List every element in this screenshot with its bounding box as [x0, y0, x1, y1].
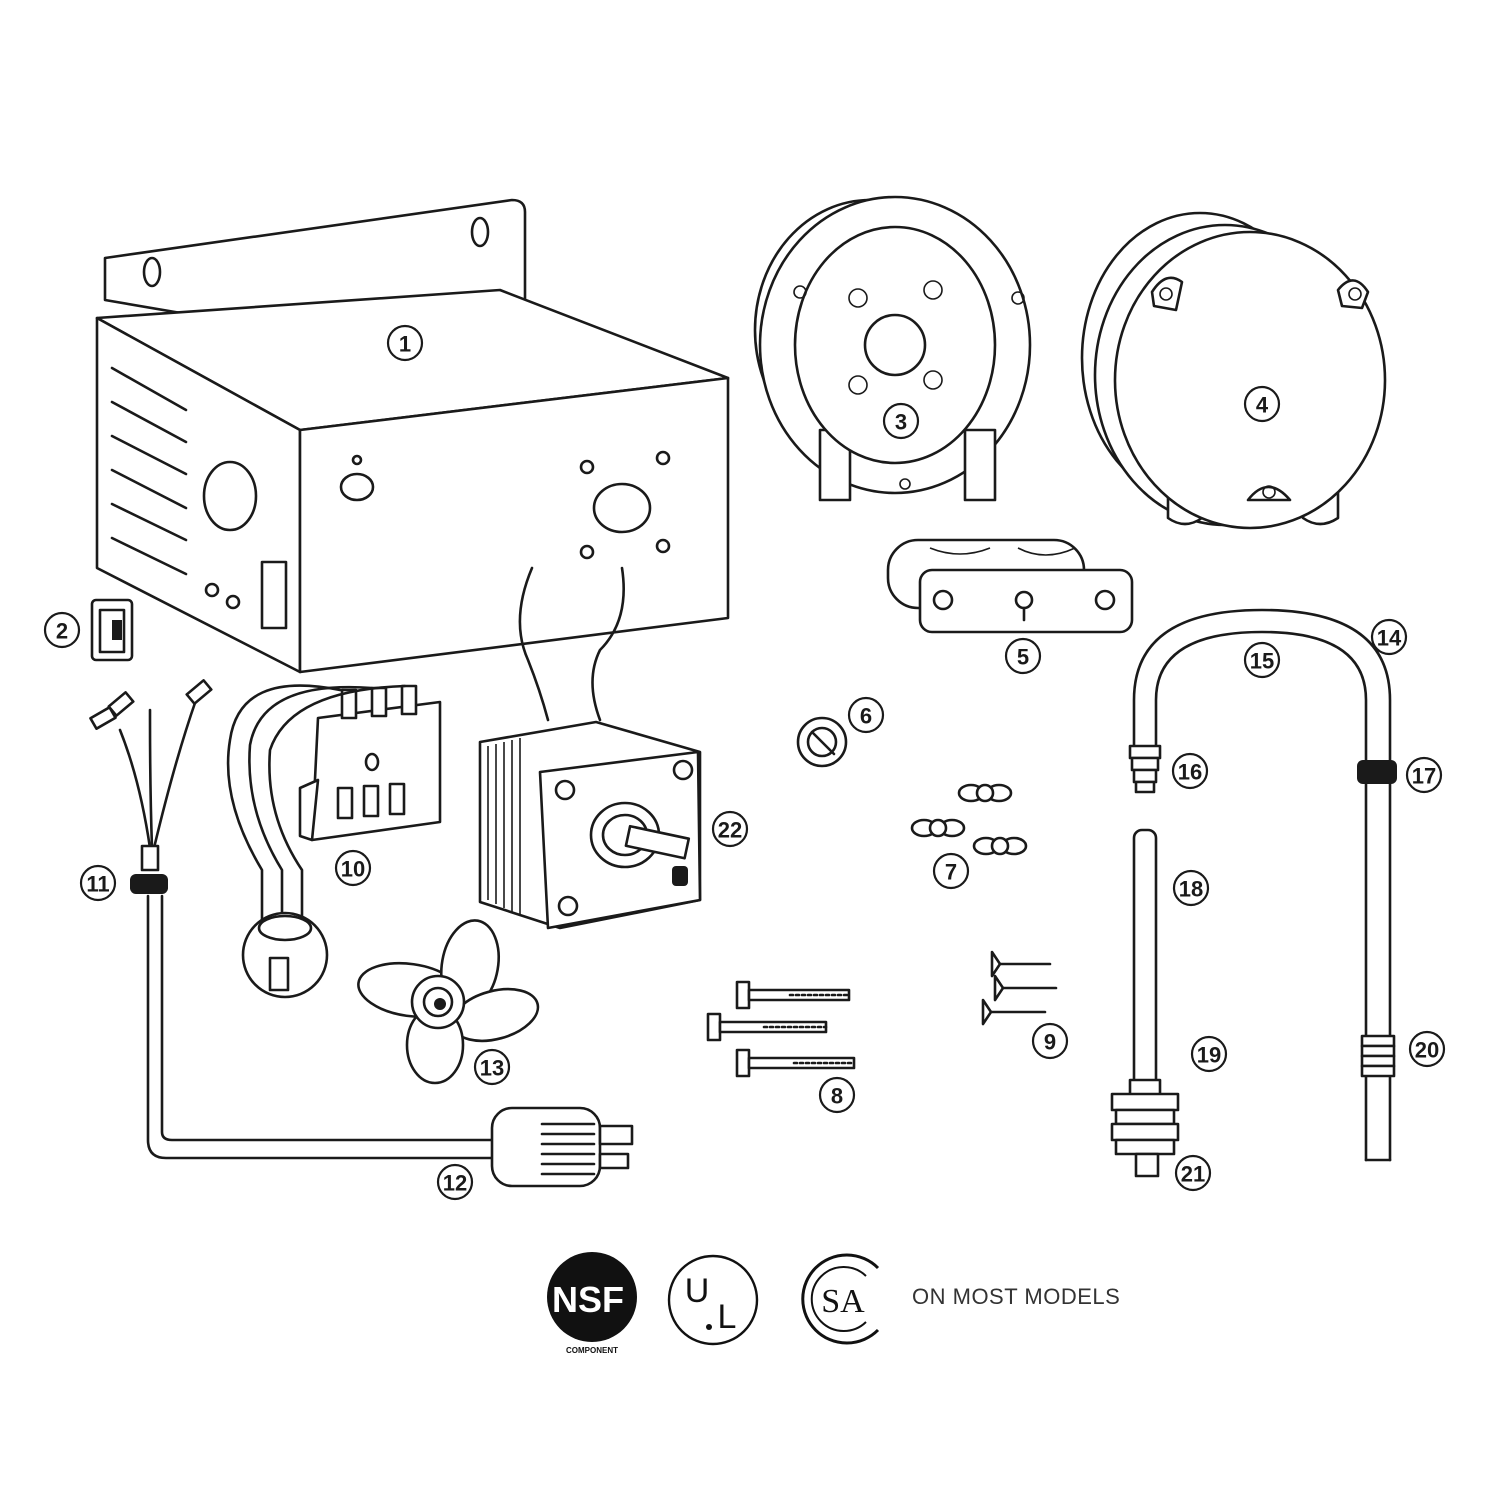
callout-21: 21 [1174, 1154, 1212, 1192]
part-10-terminal-board [226, 684, 442, 999]
callout-16: 16 [1171, 752, 1209, 790]
svg-text:5: 5 [1017, 645, 1029, 670]
callout-1: 1 [386, 324, 424, 362]
svg-text:9: 9 [1044, 1030, 1056, 1055]
svg-text:8: 8 [831, 1084, 843, 1109]
callout-2: 2 [43, 611, 81, 649]
part-12-plug [146, 894, 634, 1188]
callout-20: 20 [1408, 1030, 1446, 1068]
svg-text:7: 7 [945, 860, 957, 885]
svg-text:SA: SA [821, 1283, 865, 1320]
part-6-knob [796, 716, 848, 768]
callout-18: 18 [1172, 869, 1210, 907]
callout-13: 13 [473, 1048, 511, 1086]
callout-15: 15 [1243, 641, 1281, 679]
part-5-roller-assembly [886, 538, 1134, 634]
svg-text:10: 10 [341, 857, 365, 882]
part-1-housing [95, 198, 730, 674]
svg-text:2: 2 [56, 619, 68, 644]
svg-text:U: U [685, 1272, 710, 1310]
louvers [110, 366, 188, 576]
callout-9: 9 [1031, 1022, 1069, 1060]
part-20-nut [1360, 1034, 1396, 1078]
svg-text:15: 15 [1250, 649, 1274, 674]
svg-text:19: 19 [1197, 1043, 1221, 1068]
svg-text:18: 18 [1179, 877, 1203, 902]
svg-text:6: 6 [860, 704, 872, 729]
svg-text:14: 14 [1377, 626, 1402, 651]
callouts: 1 2 3 4 5 6 7 8 9 10 11 12 13 14 15 16 1… [43, 324, 1446, 1201]
svg-text:11: 11 [86, 872, 109, 897]
svg-text:22: 22 [718, 818, 742, 843]
callout-14: 14 [1370, 618, 1408, 656]
svg-text:4: 4 [1256, 393, 1269, 418]
callout-6: 6 [847, 696, 885, 734]
part-14-15-tube [1132, 608, 1392, 1162]
callout-3: 3 [882, 402, 920, 440]
svg-text:COMPONENT: COMPONENT [566, 1346, 618, 1355]
part-8-bolts [706, 980, 856, 1078]
part-3-pump-head [753, 195, 1032, 502]
part-16-fitting [1128, 744, 1162, 794]
callout-12: 12 [436, 1163, 474, 1201]
callout-5: 5 [1004, 637, 1042, 675]
ul-logo: U L [667, 1254, 759, 1346]
callout-4: 4 [1243, 385, 1281, 423]
part-2-switch [90, 598, 134, 662]
part-9-screws [981, 950, 1058, 1026]
part-4-pump-cover [1080, 211, 1387, 530]
callout-8: 8 [818, 1076, 856, 1114]
svg-text:3: 3 [895, 410, 907, 435]
part-17-clamp [1357, 760, 1397, 784]
svg-text:20: 20 [1415, 1038, 1439, 1063]
svg-text:12: 12 [443, 1171, 467, 1196]
plug-grip [540, 1122, 596, 1176]
svg-text:16: 16 [1178, 760, 1202, 785]
callout-19: 19 [1190, 1035, 1228, 1073]
part-7-wing-nuts [910, 783, 1028, 856]
csa-logo: SA [801, 1253, 880, 1345]
models-note: ON MOST MODELS [912, 1284, 1121, 1309]
nsf-logo: NSF COMPONENT [547, 1252, 637, 1355]
part-13-fan-blade [357, 919, 540, 1085]
svg-text:NSF: NSF [552, 1279, 624, 1320]
callout-10: 10 [334, 849, 372, 887]
svg-text:17: 17 [1412, 764, 1436, 789]
part-18-19-tube [1128, 828, 1162, 1100]
svg-text:L: L [718, 1298, 737, 1336]
part-21-weight [1110, 1092, 1180, 1178]
part-22-motor [478, 566, 702, 930]
part-11-power-cord [89, 679, 213, 894]
svg-text:1: 1 [399, 332, 411, 357]
callout-7: 7 [932, 852, 970, 890]
svg-text:21: 21 [1181, 1162, 1205, 1187]
svg-text:13: 13 [480, 1056, 504, 1081]
callout-22: 22 [711, 810, 749, 848]
callout-11: 11 [79, 864, 117, 902]
callout-17: 17 [1405, 756, 1443, 794]
